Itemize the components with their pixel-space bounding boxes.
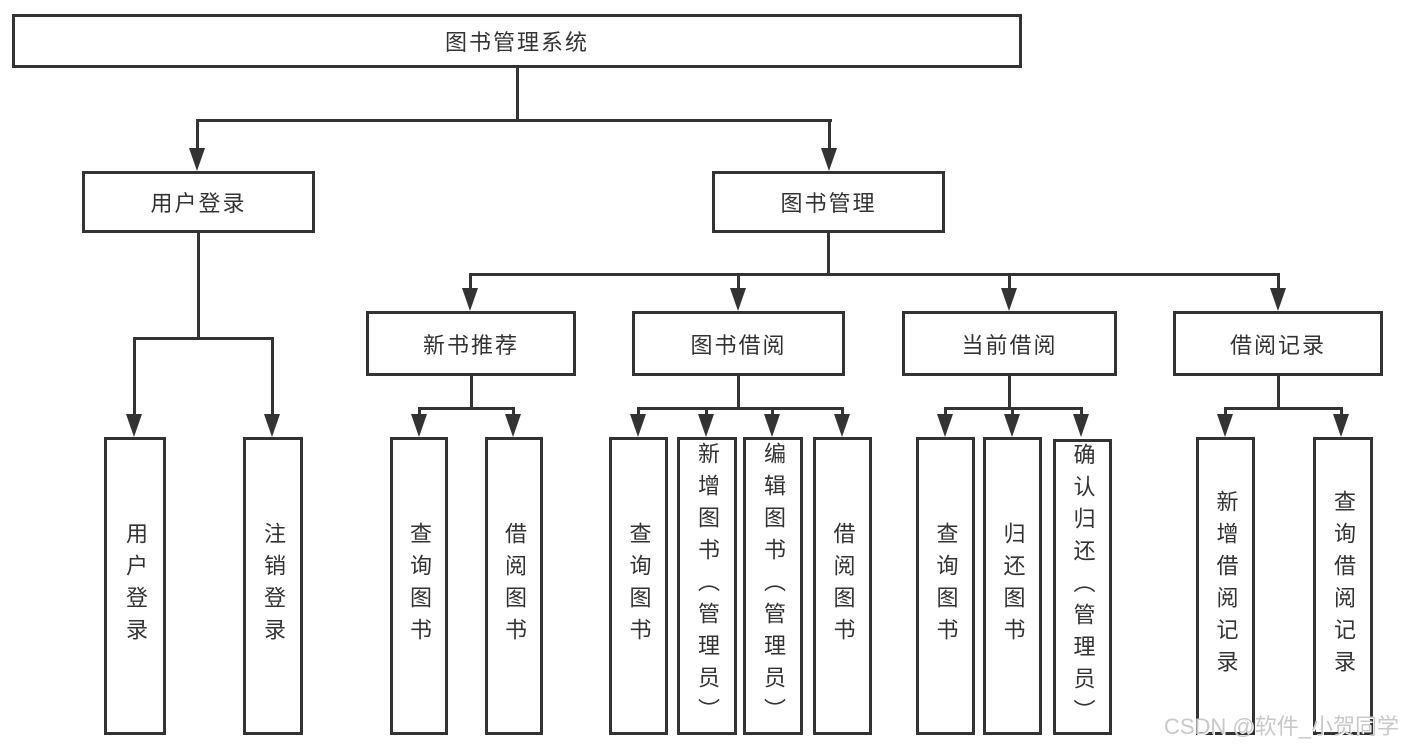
connector-line: [271, 337, 274, 415]
arrow-down-icon: [937, 414, 953, 437]
connector-line: [1340, 407, 1343, 417]
connector-line: [418, 407, 515, 410]
arrow-down-icon: [1001, 288, 1017, 311]
node-label: 注销登录: [261, 522, 286, 650]
arrow-down-icon: [462, 288, 478, 311]
connector-line: [418, 407, 421, 417]
leaf-return-books: 归还图书: [983, 437, 1042, 735]
node-label: 借阅记录: [1229, 332, 1326, 358]
arrow-down-icon: [821, 148, 837, 171]
arrow-down-icon: [1270, 288, 1286, 311]
node-label: 借阅图书: [830, 522, 856, 650]
arrow-down-icon: [264, 414, 280, 437]
connector-line: [737, 376, 740, 410]
connector-line: [841, 407, 844, 417]
node-new-book-recommendation: 新书推荐: [366, 311, 576, 376]
connector-line: [1080, 407, 1083, 417]
connector-line: [944, 407, 947, 417]
arrow-down-icon: [1073, 414, 1089, 437]
node-label: 新增借阅记录: [1213, 490, 1239, 682]
arrow-down-icon: [834, 414, 850, 437]
connector-line: [512, 407, 515, 417]
arrow-down-icon: [730, 288, 746, 311]
connector-line: [469, 273, 1280, 276]
node-label: 图书借阅: [690, 332, 787, 358]
node-label: 图书管理系统: [444, 30, 589, 55]
arrow-down-icon: [411, 414, 427, 437]
leaf-query-borrowing-record: 查询借阅记录: [1313, 437, 1373, 735]
arrow-down-icon: [1217, 414, 1233, 437]
arrow-down-icon: [126, 414, 142, 437]
node-label: 用户登录: [123, 522, 148, 650]
arrow-down-icon: [630, 414, 646, 437]
connector-line: [1011, 407, 1014, 417]
node-label: 查询图书: [933, 522, 959, 650]
leaf-query-books-recommendation: 查询图书: [390, 437, 448, 735]
leaf-edit-books-admin: 编辑图书（管理员）: [743, 437, 803, 735]
leaf-add-borrowing-record: 新增借阅记录: [1196, 437, 1255, 735]
leaf-borrow-books-recommendation: 借阅图书: [485, 437, 543, 735]
arrow-down-icon: [1004, 414, 1020, 437]
node-label: 借阅图书: [502, 522, 527, 650]
node-borrowing-records: 借阅记录: [1173, 311, 1383, 376]
connector-line: [1008, 273, 1011, 291]
leaf-confirm-return-admin: 确认归还（管理员）: [1053, 439, 1112, 735]
node-label: 查询借阅记录: [1331, 490, 1356, 682]
csdn-watermark: CSDN @软件_小贺同学: [1163, 714, 1399, 739]
connector-line: [1224, 407, 1342, 410]
node-label: 查询图书: [407, 522, 432, 650]
connector-line: [1008, 376, 1011, 410]
connector-line: [197, 233, 200, 337]
connector-line: [133, 337, 136, 415]
node-label: 图书管理: [780, 191, 877, 216]
leaf-logout: 注销登录: [243, 437, 303, 735]
connector-line: [197, 119, 832, 122]
leaf-borrow-books: 借阅图书: [813, 437, 872, 735]
connector-line: [637, 407, 843, 410]
node-library-management-system: 图书管理系统: [12, 14, 1022, 68]
node-label: 查询图书: [626, 522, 652, 650]
connector-line: [827, 233, 830, 275]
node-user-login: 用户登录: [82, 171, 315, 233]
leaf-query-books-borrowing: 查询图书: [609, 437, 668, 735]
leaf-query-books-current: 查询图书: [916, 437, 975, 735]
arrow-down-icon: [764, 414, 780, 437]
connector-line: [133, 337, 274, 340]
node-book-borrowing: 图书借阅: [632, 311, 845, 376]
node-book-management: 图书管理: [712, 171, 945, 233]
connector-line: [828, 119, 831, 150]
connector-line: [1224, 407, 1227, 417]
node-label: 当前借阅: [961, 332, 1058, 358]
leaf-add-books-admin: 新增图书（管理员）: [677, 437, 737, 735]
connector-line: [1277, 376, 1280, 410]
connector-line: [771, 407, 774, 417]
node-label: 确认归还（管理员）: [1070, 443, 1096, 731]
arrow-down-icon: [505, 414, 521, 437]
connector-line: [637, 407, 640, 417]
node-label: 新书推荐: [422, 332, 519, 358]
leaf-user-login: 用户登录: [104, 437, 166, 735]
arrow-down-icon: [698, 414, 714, 437]
connector-line: [470, 376, 473, 410]
node-label: 归还图书: [1000, 522, 1026, 650]
node-label: 新增图书（管理员）: [695, 442, 720, 730]
connector-line: [1277, 273, 1280, 291]
node-label: 用户登录: [150, 191, 247, 216]
arrow-down-icon: [189, 148, 205, 171]
node-current-borrowing: 当前借阅: [902, 311, 1117, 376]
node-label: 编辑图书（管理员）: [761, 442, 786, 730]
connector-line: [737, 273, 740, 291]
arrow-down-icon: [1333, 414, 1349, 437]
connector-line: [196, 119, 199, 150]
connector-line: [516, 68, 519, 119]
connector-line: [469, 273, 472, 291]
connector-line: [705, 407, 708, 417]
